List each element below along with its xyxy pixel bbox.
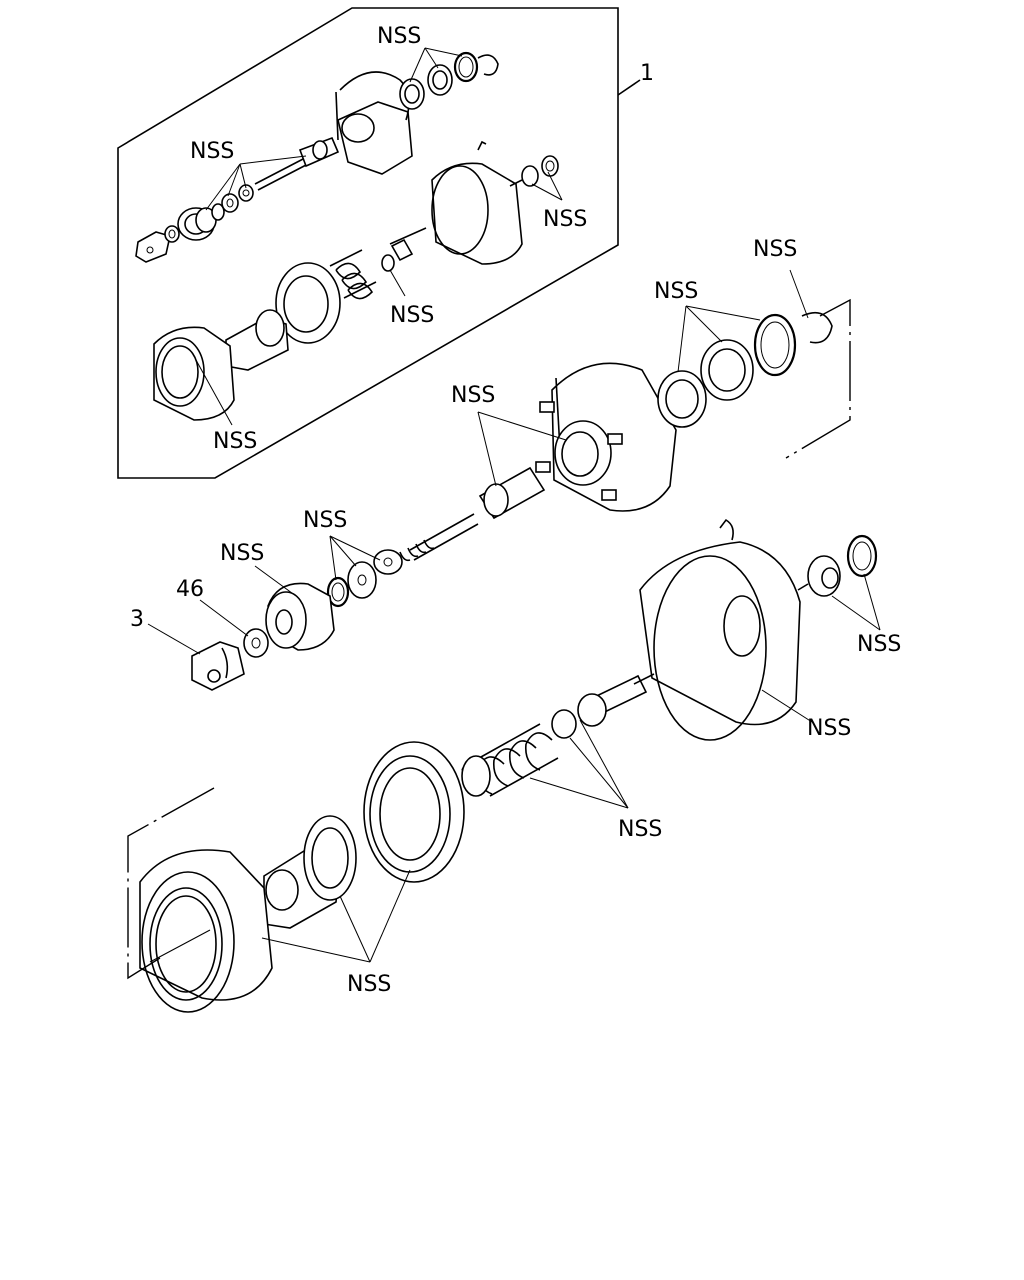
main-oring — [551, 709, 577, 739]
main-piston — [263, 815, 357, 929]
label-nss-inset-housing: NSS — [213, 429, 257, 454]
label-assembly-1: 1 — [640, 61, 654, 86]
label-nss-main-washers: NSS — [303, 508, 347, 533]
label-nss-main-bottom: NSS — [347, 972, 391, 997]
main-front-housing — [535, 362, 677, 512]
label-nss-main-rings: NSS — [654, 279, 698, 304]
callout-labels: 1 NSS NSS NSS NSS NSS NSS NSS NSS NSS NS… — [130, 24, 901, 997]
inset-clevis — [135, 231, 171, 263]
leader-lines — [147, 47, 881, 963]
inset-housing — [153, 326, 235, 421]
inset-spring — [329, 249, 377, 300]
main-return-spring — [461, 723, 559, 797]
label-nss-inset-top: NSS — [377, 24, 421, 49]
main-washer-medium — [347, 561, 377, 599]
label-nss-main-spring: NSS — [618, 817, 662, 842]
inset-rod-and-cap — [381, 227, 427, 272]
main-washer-large — [373, 549, 403, 575]
assembly-inset — [117, 7, 641, 479]
main-washer-46 — [243, 628, 269, 658]
main-pushrod — [399, 466, 546, 562]
main-rear-shell — [639, 518, 801, 741]
inset-seal — [177, 207, 217, 241]
main-right-rings — [657, 311, 833, 428]
inset-shell — [431, 140, 523, 265]
inset-diaphragm — [275, 262, 341, 344]
main-diaphragm — [363, 741, 465, 883]
inset-washer — [164, 225, 180, 243]
main-right-bracket — [785, 298, 851, 459]
inset-small-rings — [211, 184, 254, 221]
label-nss-main-rear-shell: NSS — [807, 716, 851, 741]
inset-shell-stud-rings — [509, 155, 559, 187]
label-nss-inset-oring: NSS — [390, 303, 434, 328]
inset-piston — [225, 309, 289, 371]
main-clevis — [191, 641, 245, 691]
label-nss-inset-right: NSS — [543, 207, 587, 232]
main-rear-shell-stud-rings — [797, 534, 878, 597]
main-seal — [265, 582, 335, 651]
main-valve-rod — [577, 673, 655, 727]
main-housing — [139, 849, 273, 1013]
main-star-washer — [326, 576, 350, 608]
inset-valve-body — [335, 71, 413, 175]
main-left-bracket — [127, 787, 215, 980]
label-46: 46 — [176, 577, 204, 602]
inset-pushrod — [254, 136, 340, 191]
label-nss-main-clip: NSS — [753, 237, 797, 262]
label-nss-main-pushrod: NSS — [451, 383, 495, 408]
label-nss-main-stud-rings: NSS — [857, 632, 901, 657]
label-nss-inset-left: NSS — [190, 139, 234, 164]
inset-top-rings — [399, 51, 499, 110]
label-nss-main-seal: NSS — [220, 541, 264, 566]
label-3: 3 — [130, 607, 144, 632]
